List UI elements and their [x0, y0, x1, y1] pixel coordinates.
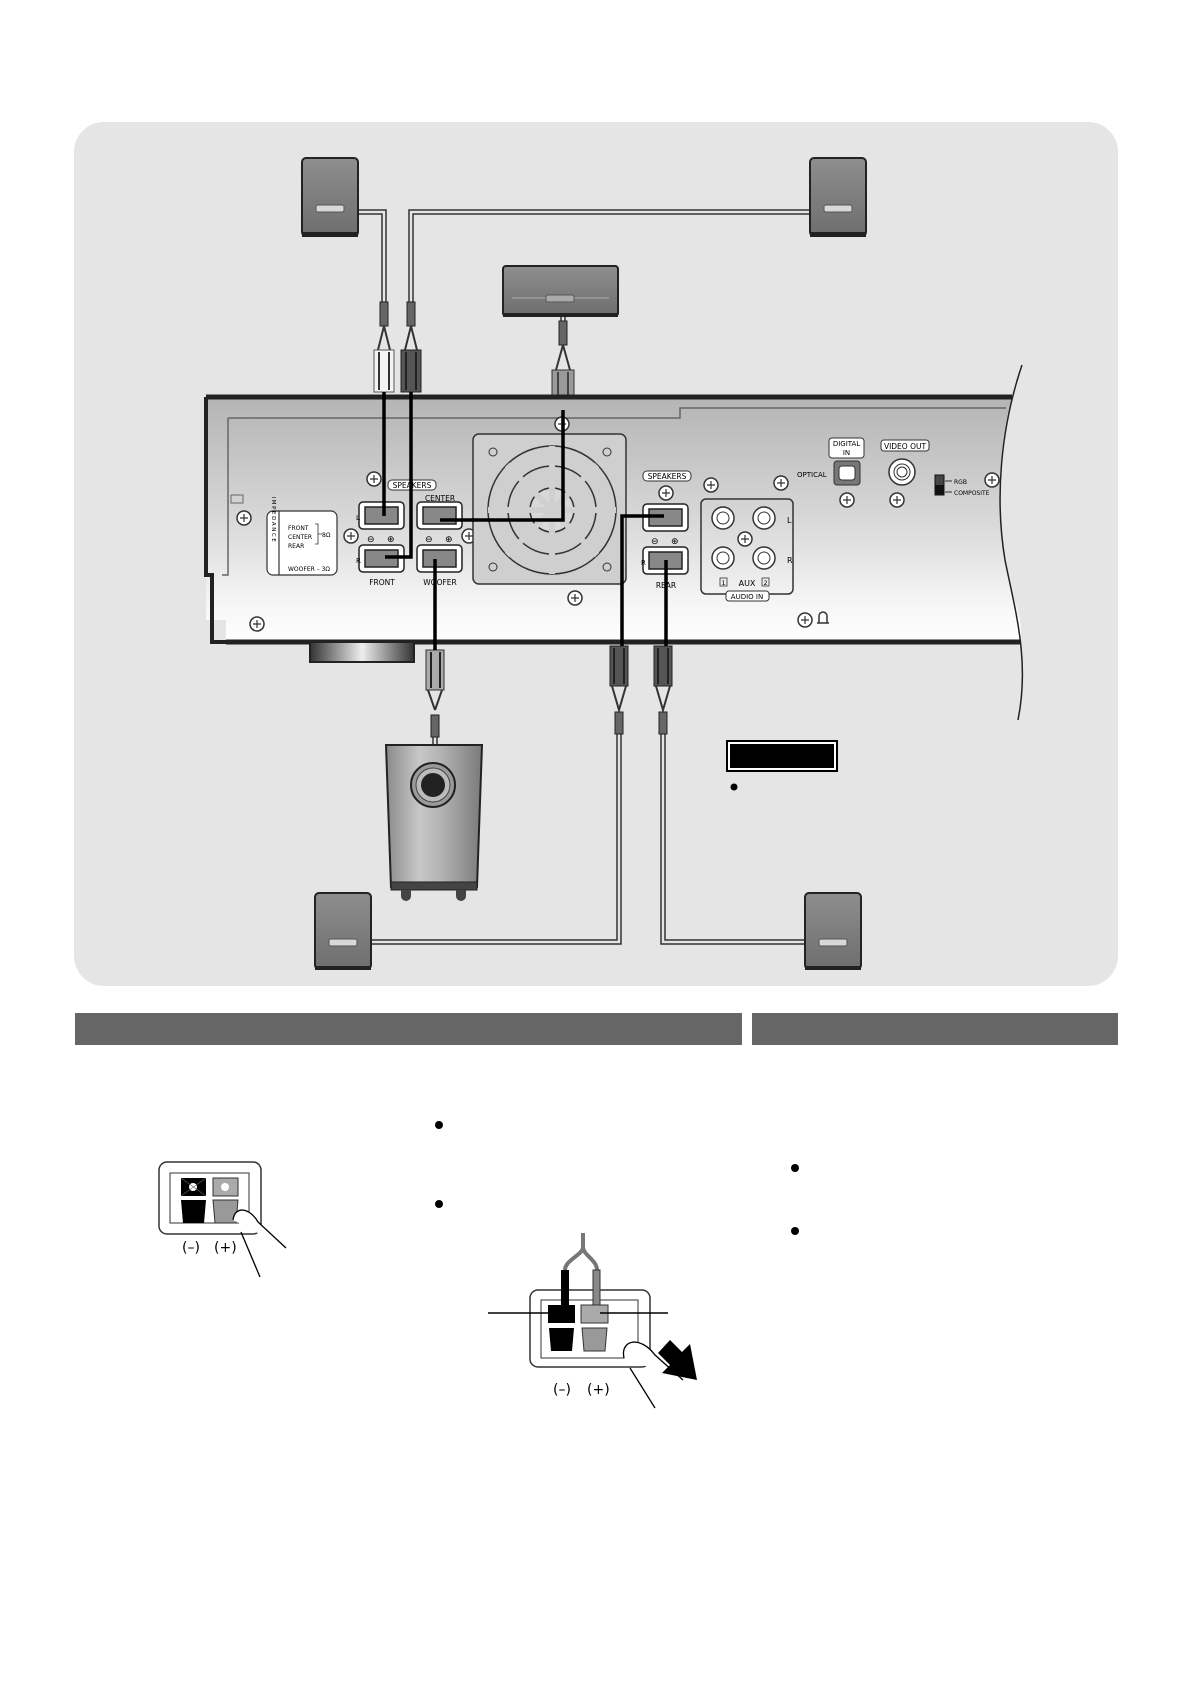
- bullet-right-1: [791, 1164, 799, 1172]
- svg-text:WOOFER – 3Ω: WOOFER – 3Ω: [288, 566, 330, 573]
- video-out: VIDEO OUT: [880, 439, 930, 486]
- svg-text:REAR: REAR: [288, 543, 304, 550]
- speaker-cables: [359, 209, 811, 945]
- svg-text:(+): (+): [587, 1382, 610, 1398]
- terminal-insert-illustration: (–) (+): [488, 1233, 697, 1409]
- svg-text:⊖: ⊖: [651, 537, 659, 547]
- section-header-left: [75, 1013, 742, 1045]
- svg-text:RGB: RGB: [954, 479, 967, 486]
- svg-text:⊖: ⊖: [425, 535, 433, 545]
- svg-text:⊕: ⊕: [387, 535, 395, 545]
- svg-text:⊕: ⊕: [445, 535, 453, 545]
- note-bullet: [730, 783, 738, 791]
- connection-wires: [382, 392, 668, 650]
- svg-text:COMPOSITE: COMPOSITE: [954, 490, 990, 497]
- svg-text:IMPEDANCE: IMPEDANCE: [270, 497, 276, 544]
- terminals: [358, 501, 689, 575]
- front-r-label: R: [356, 557, 361, 565]
- svg-text:R: R: [787, 556, 793, 565]
- rear-left-plug: [609, 645, 629, 735]
- svg-text:FRONT: FRONT: [288, 525, 309, 532]
- svg-text:8Ω: 8Ω: [322, 532, 331, 539]
- front-left-plug: [373, 301, 395, 393]
- speaker-rear-right: [804, 892, 862, 970]
- speaker-front-left: [301, 157, 359, 237]
- center-label: CENTER: [425, 494, 455, 503]
- woofer-label: WOOFER: [423, 578, 457, 587]
- woofer-plug: [425, 649, 445, 738]
- aux-audio-in: L R 1 AUX 2 AUDIO IN: [700, 498, 794, 602]
- speaker-center: [502, 265, 619, 317]
- svg-text:CENTER: CENTER: [288, 534, 312, 541]
- svg-text:⊕: ⊕: [671, 537, 679, 547]
- svg-text:IN: IN: [843, 449, 850, 457]
- svg-text:OPTICAL: OPTICAL: [797, 471, 827, 479]
- svg-text:AUX: AUX: [739, 579, 756, 588]
- section-header-right: [752, 1013, 1118, 1045]
- svg-text:1: 1: [722, 579, 726, 587]
- bullet-left-2: [435, 1200, 443, 1208]
- impedance-label: IMPEDANCE FRONT CENTER REAR 8Ω WOOFER – …: [266, 497, 338, 576]
- speakers-label-right: SPEAKERS: [648, 472, 687, 481]
- svg-text:(–): (–): [182, 1240, 200, 1256]
- svg-text:(+): (+): [214, 1240, 237, 1256]
- terminal-press-illustration: (–) (+): [158, 1161, 287, 1278]
- digital-optical-in: DIGITAL IN OPTICAL: [797, 437, 865, 486]
- rear-right-plug: [653, 645, 673, 735]
- bullet-right-2: [791, 1227, 799, 1235]
- polarity-marks: ⊖ ⊕ ⊖ ⊕ ⊖ ⊕: [367, 535, 679, 547]
- speaker-subwoofer: [384, 744, 484, 901]
- svg-text:DIGITAL: DIGITAL: [833, 440, 860, 448]
- rgb-composite-switch: RGB COMPOSITE: [934, 474, 990, 497]
- note-label: [726, 740, 838, 772]
- svg-text:L: L: [787, 516, 792, 525]
- lock-icon: [817, 611, 829, 624]
- front-l-label: L: [356, 514, 360, 522]
- front-right-plug: [400, 301, 422, 393]
- rear-r-label: R: [641, 559, 646, 567]
- speaker-rear-left: [314, 892, 372, 970]
- svg-text:VIDEO OUT: VIDEO OUT: [884, 442, 927, 451]
- svg-text:2: 2: [764, 579, 768, 587]
- bullet-left-1: [435, 1121, 443, 1129]
- svg-text:(–): (–): [553, 1382, 571, 1398]
- svg-text:⊖: ⊖: [367, 535, 375, 545]
- front-label: FRONT: [369, 578, 395, 587]
- cooling-fan: [472, 433, 627, 585]
- svg-text:AUDIO IN: AUDIO IN: [731, 593, 763, 601]
- speaker-front-right: [809, 157, 867, 237]
